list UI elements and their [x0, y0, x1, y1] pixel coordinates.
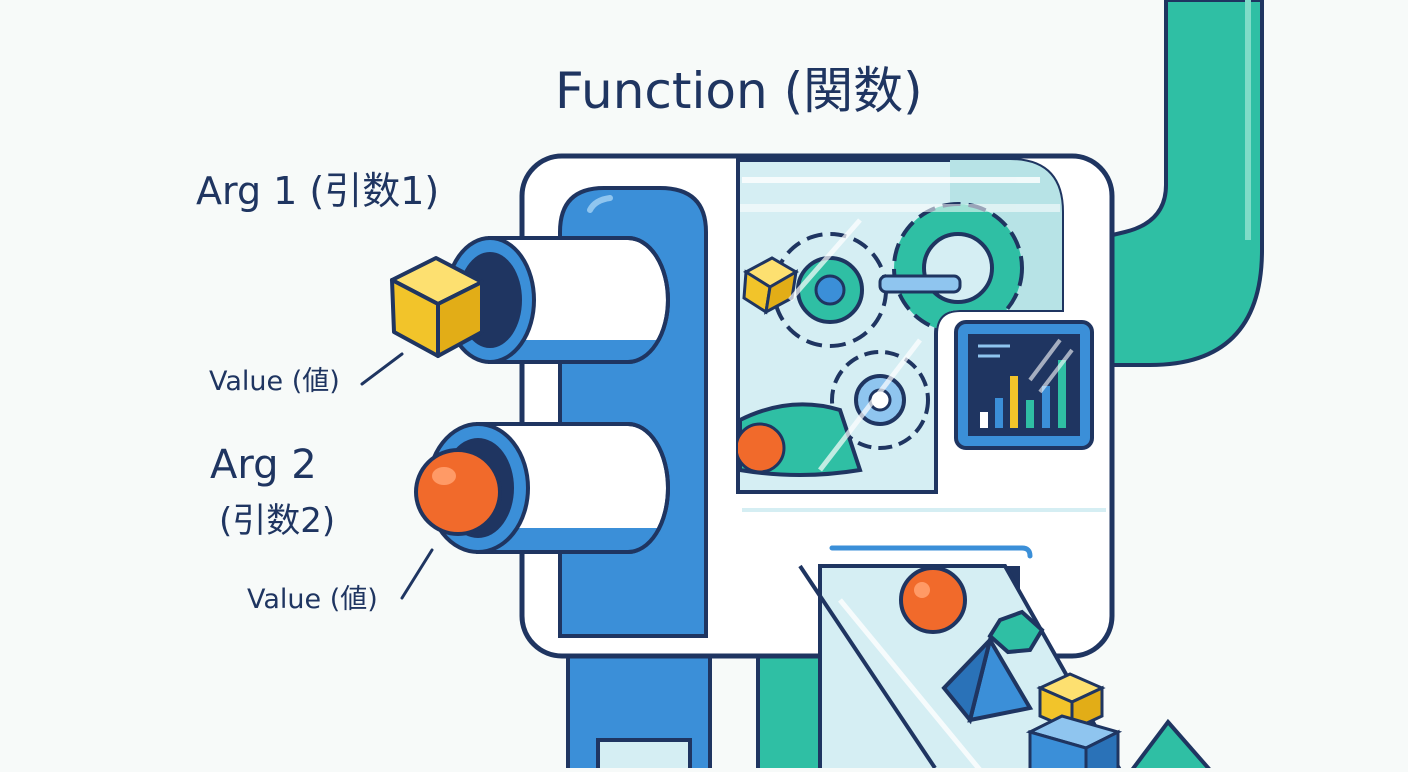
arg2-label-jp: (引数2) — [219, 501, 336, 541]
value-pointer-1 — [360, 352, 404, 386]
arg1-label: Arg 1 (引数1) — [196, 169, 440, 213]
arg2-label: Arg 2 — [210, 442, 317, 488]
cube-icon — [742, 256, 799, 315]
diagram-title: Function (関数) — [555, 62, 923, 120]
value-pointer-2 — [400, 548, 434, 600]
output-pipe — [1098, 0, 1264, 367]
pyramid-icon — [1128, 718, 1215, 772]
gem-icon — [987, 609, 1045, 655]
cube-icon — [390, 256, 484, 358]
cube-icon — [1025, 714, 1123, 772]
sphere-icon — [899, 566, 967, 634]
gear-chamber — [736, 158, 1064, 494]
arg1-value-label: Value (値) — [209, 366, 340, 397]
input-tube-1 — [444, 236, 670, 364]
sphere-icon — [738, 422, 786, 474]
output-chute — [742, 508, 1215, 772]
monitor-screen — [954, 320, 1094, 450]
pyramid-icon — [941, 633, 1034, 725]
sphere-icon — [414, 448, 502, 536]
arg2-value-label: Value (値) — [247, 584, 378, 615]
